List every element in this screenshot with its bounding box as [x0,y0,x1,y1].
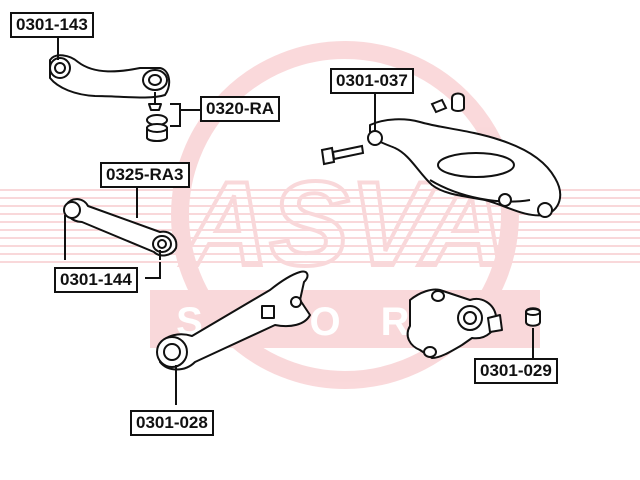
part-lower-arm [156,270,311,371]
label-0301-037: 0301-037 [330,68,414,94]
label-0325-ra3: 0325-RA3 [100,162,190,188]
leader-0301-144-link [145,262,161,279]
label-0301-029: 0301-029 [474,358,558,384]
part-trailing-arm [367,118,562,218]
part-lateral-link [63,198,178,257]
part-bushing-set [146,114,168,142]
watermark-circle [171,41,519,389]
leader-0320-ra-bracket [170,103,181,127]
part-bolt [320,144,365,166]
part-small-bushings [430,92,465,114]
label-0320-ra: 0320-RA [200,96,281,122]
label-0301-144: 0301-144 [54,267,138,293]
label-0301-028: 0301-028 [130,410,214,436]
part-upper-arm [49,54,171,111]
part-bushing-0301-029 [525,307,541,327]
part-knuckle [406,288,503,359]
leader-lines [57,36,534,405]
label-0301-143: 0301-143 [10,12,94,38]
